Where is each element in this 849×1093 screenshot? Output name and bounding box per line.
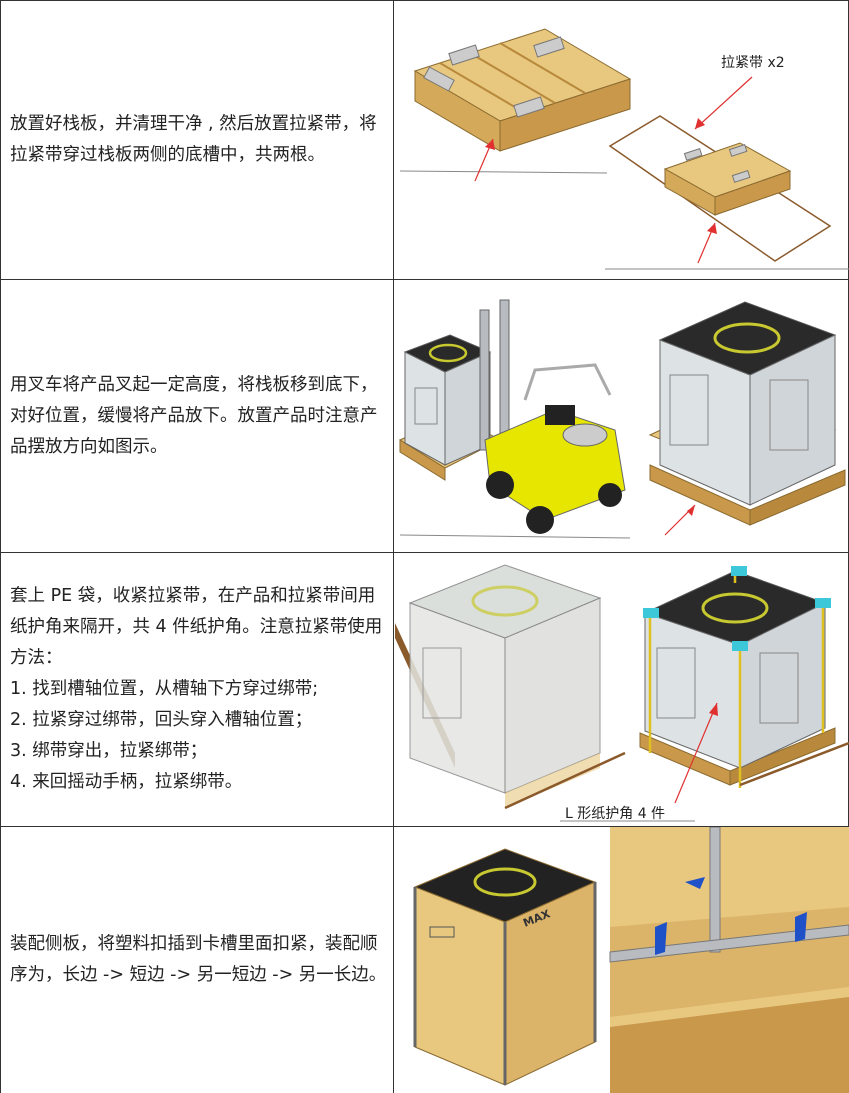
step-3-text: 套上 PE 袋，收紧拉紧带，在产品和拉紧带间用纸护角来隔开，共 4 件纸护角。注… (10, 586, 383, 792)
product-with-corner-guards (639, 566, 849, 788)
step-1-figure: 拉紧带 x2 (395, 1, 849, 279)
step-2-text: 用叉车将产品叉起一定高度，将栈板移到底下，对好位置，缓慢将产品放下。放置产品时注… (10, 374, 378, 457)
strap-illustration (608, 115, 832, 262)
column-divider (0, 0, 1, 1093)
arrow-icon (674, 702, 718, 804)
plastic-clip (655, 922, 667, 955)
row-divider (0, 279, 849, 280)
step-3-figure: L 形纸护角 4 件 (395, 553, 849, 826)
wooden-crate-illustration: MAX (413, 848, 597, 1086)
row-divider (0, 0, 849, 1)
corner-guard (815, 598, 831, 608)
step-4-instruction: 装配侧板，将塑料扣插到卡槽里面扣紧，装配顺序为，长边 -> 短边 -> 另一短边… (10, 827, 388, 1093)
crate-corner-closeup (609, 827, 849, 1093)
corner-guard-callout: L 形纸护角 4 件 (565, 806, 665, 822)
step-3-instruction: 套上 PE 袋，收紧拉紧带，在产品和拉紧带间用纸护角来隔开，共 4 件纸护角。注… (10, 553, 388, 826)
arrow-icon (694, 76, 753, 130)
step-4-text: 装配侧板，将塑料扣插到卡槽里面扣紧，装配顺序为，长边 -> 短边 -> 另一短边… (10, 934, 387, 985)
corner-guard (732, 641, 748, 651)
pallet-illustration (413, 28, 632, 152)
row-divider (0, 826, 849, 827)
step-1-instruction: 放置好栈板，并清理干净 , 然后放置拉紧带，将拉紧带穿过栈板两侧的底槽中，共两根… (10, 0, 388, 279)
plastic-clip (795, 912, 807, 942)
forklift-illustration (479, 299, 626, 534)
product-on-pallet-small (398, 334, 502, 481)
step-4-figure: MAX (395, 827, 849, 1093)
step-2-figure (395, 280, 849, 552)
pallet-illustration-small (663, 142, 792, 216)
corner-guard (643, 608, 659, 618)
strap-callout: 拉紧带 x2 (721, 55, 785, 71)
product-in-pe-bag (395, 564, 626, 810)
row-divider (0, 552, 849, 553)
column-divider (393, 0, 394, 1093)
step-1-text: 放置好栈板，并清理干净 , 然后放置拉紧带，将拉紧带穿过栈板两侧的底槽中，共两根… (10, 113, 377, 165)
corner-guard (731, 566, 747, 576)
product-on-pallet-large (648, 301, 846, 526)
step-2-instruction: 用叉车将产品叉起一定高度，将栈板移到底下，对好位置，缓慢将产品放下。放置产品时注… (10, 280, 388, 552)
plastic-clip (685, 877, 705, 889)
